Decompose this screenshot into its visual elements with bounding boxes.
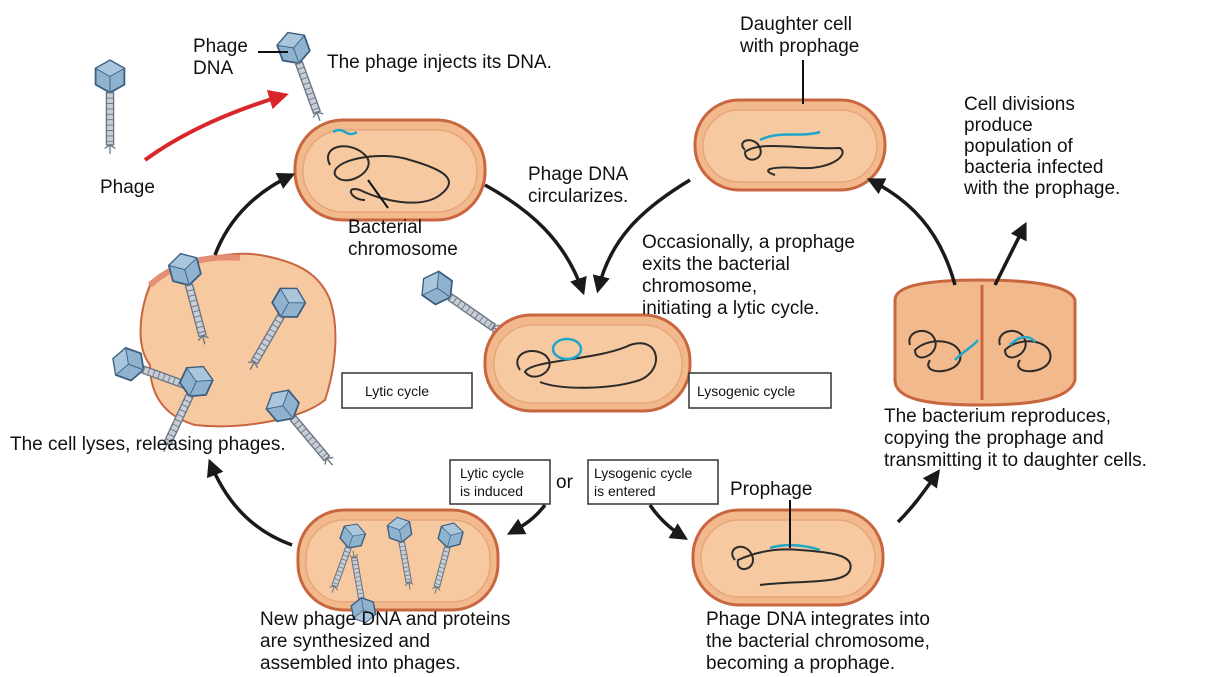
arrow-assembly-to-lysed [210, 462, 292, 545]
arrow-to-lytic-induced [510, 505, 545, 533]
arrow-lysed-to-infected [215, 175, 292, 255]
daughter-cell [695, 100, 885, 190]
label-bacterium-reproduces: The bacterium reproduces,copying the pro… [884, 406, 1147, 471]
circularized-dna-cell [485, 315, 690, 411]
injecting-phage [274, 28, 333, 126]
label-phage-injects: The phage injects its DNA. [327, 52, 552, 73]
label-cell-lyses: The cell lyses, releasing phages. [10, 434, 286, 455]
infection-arrow [145, 95, 285, 160]
free-phage [96, 60, 125, 154]
label-prophage: Prophage [730, 479, 812, 500]
label-or: or [556, 472, 574, 493]
arrow-to-lysogenic-entered [650, 505, 685, 538]
arrow-prophage-to-dividing [898, 472, 938, 522]
arrow-dividing-to-population [995, 225, 1025, 285]
dividing-cell [895, 280, 1075, 405]
infected-cell [295, 120, 485, 220]
label-lytic-cycle: Lytic cycle [365, 383, 429, 399]
arrow-dividing-to-daughter [870, 180, 955, 285]
label-lysogenic-cycle: Lysogenic cycle [697, 383, 796, 399]
label-phage: Phage [100, 177, 155, 198]
prophage-cell [693, 510, 883, 605]
assembly-cell [298, 510, 498, 624]
